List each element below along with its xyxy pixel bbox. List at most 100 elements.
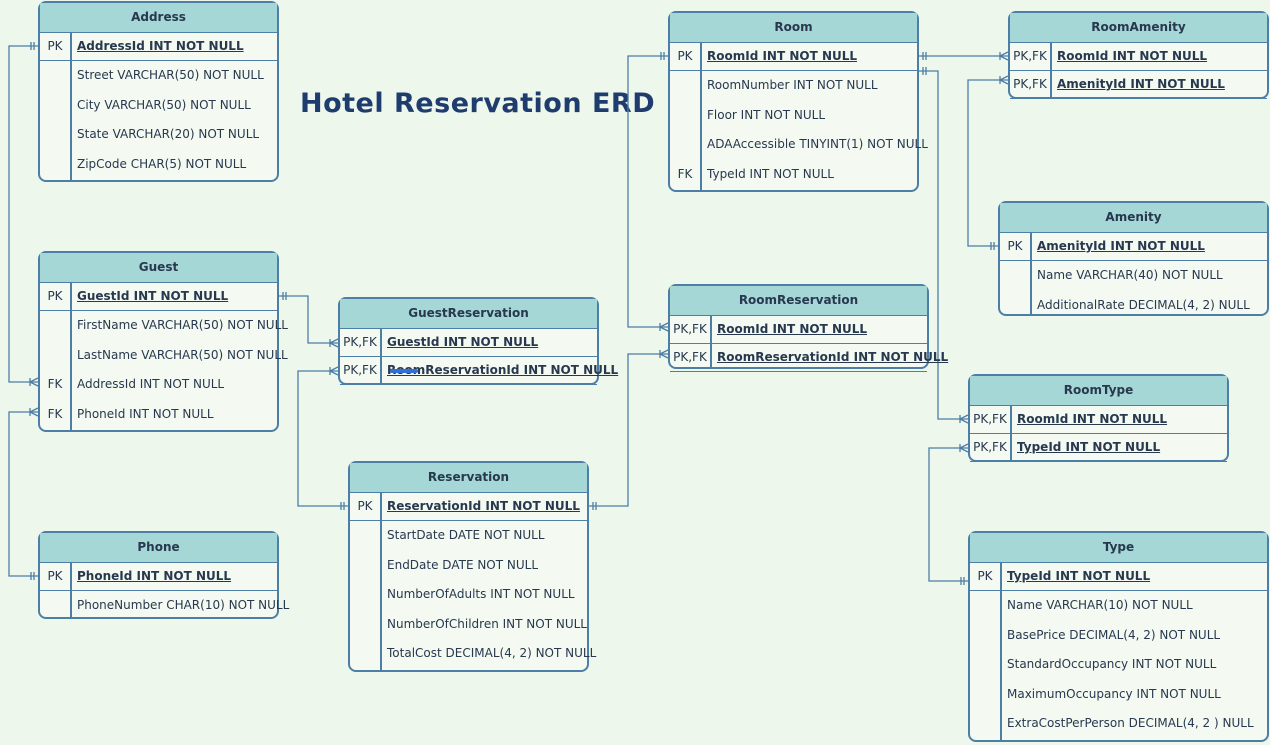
key-label (350, 580, 380, 610)
attribute-row[interactable]: NumberOfChildren INT NOT NULL (350, 610, 587, 640)
key-label (350, 521, 380, 551)
attribute-row[interactable]: City VARCHAR(50) NOT NULL (40, 91, 277, 121)
key-label (1000, 291, 1030, 321)
field-text: ZipCode CHAR(5) NOT NULL (77, 156, 247, 171)
field-text: AddressId INT NOT NULL (77, 39, 244, 53)
entity-header: Room (670, 13, 917, 43)
attribute-row[interactable]: ZipCode CHAR(5) NOT NULL (40, 150, 277, 180)
rel-type-roomtype-line (928, 447, 968, 582)
key-label: PK (47, 39, 63, 53)
attribute-section: PhoneNumber CHAR(10) NOT NULL (40, 591, 289, 621)
field-text: MaximumOccupancy INT NOT NULL (1007, 686, 1221, 701)
field-text: RoomId INT NOT NULL (717, 322, 868, 336)
key-label (970, 709, 1000, 739)
field-text: RoomId INT NOT NULL (707, 49, 858, 63)
one-mark (30, 42, 35, 50)
attribute-row[interactable]: EndDate DATE NOT NULL (350, 551, 587, 581)
key-label (350, 639, 380, 669)
entity-header: Guest (40, 253, 277, 283)
one-mark (282, 292, 287, 300)
entity-header: RoomType (970, 376, 1227, 406)
one-mark (340, 502, 345, 510)
key-label: PK (977, 569, 993, 583)
one-mark (960, 577, 965, 585)
attribute-row[interactable]: RoomNumber INT NOT NULL (670, 71, 917, 101)
attribute-row[interactable]: FirstName VARCHAR(50) NOT NULL (40, 311, 288, 341)
attribute-row[interactable]: StartDate DATE NOT NULL (350, 521, 587, 551)
attribute-row[interactable]: Street VARCHAR(50) NOT NULL (40, 61, 277, 91)
field-text: NumberOfAdults INT NOT NULL (387, 587, 575, 601)
many-mark (959, 443, 969, 453)
attribute-row[interactable]: Name VARCHAR(10) NOT NULL (970, 591, 1267, 621)
attribute-row[interactable]: TotalCost DECIMAL(4, 2) NOT NULL (350, 639, 596, 669)
diagram-title: Hotel Reservation ERD (300, 88, 656, 119)
attribute-row[interactable]: ExtraCostPerPerson DECIMAL(4, 2 ) NULL (970, 709, 1267, 739)
key-label (970, 650, 1000, 680)
one-mark (990, 242, 995, 250)
attribute-row[interactable]: PhoneNumber CHAR(10) NOT NULL (40, 591, 289, 621)
attribute-row[interactable]: StandardOccupancy INT NOT NULL (970, 650, 1267, 680)
attribute-row[interactable]: MaximumOccupancy INT NOT NULL (970, 680, 1267, 710)
field-text: RoomId INT NOT NULL (1057, 49, 1208, 63)
many-mark (999, 51, 1009, 61)
many-mark (659, 322, 669, 332)
entity-header: GuestReservation (340, 299, 597, 329)
key-field-row[interactable]: PK AddressId INT NOT NULL (40, 33, 277, 60)
field-text: RoomId INT NOT NULL (1017, 412, 1168, 426)
attribute-row[interactable]: LastName VARCHAR(50) NOT NULL (40, 341, 288, 371)
field-text: TypeId INT NOT NULL (1017, 440, 1161, 454)
attribute-row[interactable]: NumberOfAdults INT NOT NULL (350, 580, 587, 610)
key-label: FK (47, 377, 63, 391)
attribute-row[interactable]: BasePrice DECIMAL(4, 2) NOT NULL (970, 621, 1267, 651)
entity-header: Amenity (1000, 203, 1267, 233)
key-label (40, 150, 70, 180)
attribute-row[interactable]: ADAAccessible TINYINT(1) NOT NULL (670, 130, 928, 160)
key-label: FK (677, 166, 693, 181)
key-label: PK (47, 569, 63, 583)
field-text: StartDate DATE NOT NULL (387, 528, 545, 542)
column-divider (710, 315, 712, 367)
rel-phone-guest-line (8, 411, 38, 577)
key-label (670, 71, 700, 101)
attribute-row[interactable]: Name VARCHAR(40) NOT NULL (1000, 261, 1267, 291)
column-divider (380, 492, 382, 670)
key-label: PK,FK (973, 412, 1007, 426)
key-label (40, 591, 70, 621)
attribute-row[interactable]: Floor INT NOT NULL (670, 101, 917, 131)
field-text: ExtraCostPerPerson DECIMAL(4, 2 ) NULL (1007, 716, 1254, 730)
attribute-row[interactable]: State VARCHAR(20) NOT NULL (40, 120, 277, 150)
one-mark (30, 572, 35, 580)
attribute-row[interactable]: AdditionalRate DECIMAL(4, 2) NULL (1000, 291, 1267, 321)
key-field-row[interactable]: PK,FK RoomId INT NOT NULL (970, 406, 1227, 433)
